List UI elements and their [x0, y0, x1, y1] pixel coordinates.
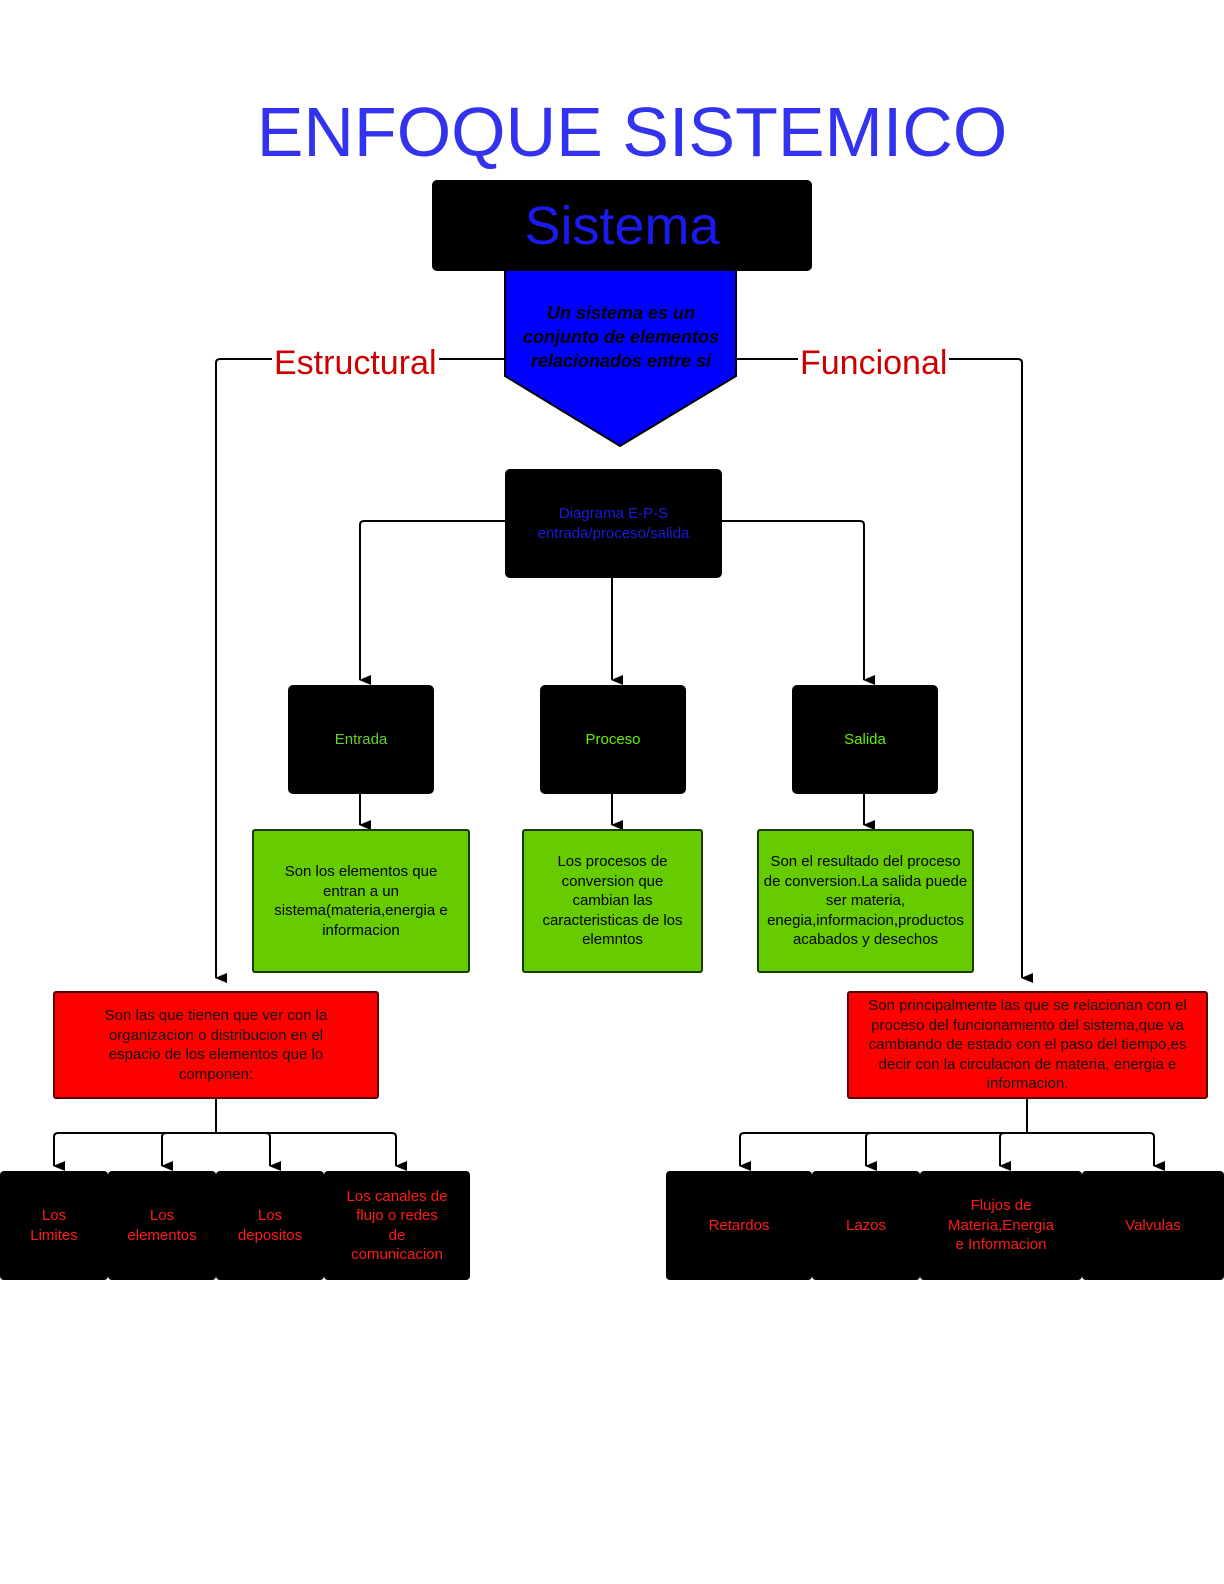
functional-description-box: Son principalmente las que se relacionan…	[847, 991, 1208, 1099]
stage-label-entrada: Entrada	[334, 731, 388, 748]
structural-item-canales: Los canales de flujo o redes de comunica…	[324, 1171, 470, 1280]
structural-item-label: Los depositos	[237, 1207, 303, 1244]
functional-connector	[736, 358, 1033, 983]
entrada-description-box: Son los elementos que entran a un sistem…	[252, 829, 470, 973]
to-canales-connector	[216, 1132, 407, 1171]
eps-subtitle: entrada/proceso/salida	[537, 524, 690, 542]
functional-description: Son principalmente las que se relacionan…	[868, 997, 1187, 1093]
to-valvulas-connector	[1027, 1132, 1165, 1171]
structural-connector	[215, 358, 505, 983]
sistema-label: Sistema	[524, 195, 720, 256]
stage-label-salida: Salida	[844, 731, 886, 748]
to-limites-connector	[53, 1132, 216, 1171]
to-lazos-connector	[865, 1132, 1027, 1171]
branch-label-funcional: Funcional	[798, 343, 950, 383]
functional-item-retardos: Retardos	[666, 1171, 812, 1280]
functional-item-label: Valvulas	[1125, 1216, 1181, 1234]
to-depositos-connector	[216, 1132, 281, 1171]
functional-item-label: Flujos de Materia,Energia e Informacion	[948, 1197, 1054, 1254]
salida-description-box: Son el resultado del proceso de conversi…	[757, 829, 974, 973]
eps-to-entrada-connector	[359, 520, 505, 685]
stage-box-salida: Salida	[792, 685, 938, 794]
to-retardos-connector	[739, 1132, 1027, 1171]
eps-title: Diagrama E-P-S	[558, 504, 669, 522]
sistema-box: Sistema	[432, 180, 812, 271]
structural-item-label: Los canales de flujo o redes de comunica…	[346, 1187, 448, 1264]
stage-box-entrada: Entrada	[288, 685, 434, 794]
eps-box: Diagrama E-P-S entrada/proceso/salida	[505, 469, 722, 578]
eps-to-salida-connector	[720, 520, 875, 685]
salida-description: Son el resultado del proceso de conversi…	[763, 853, 968, 949]
stage-box-proceso: Proceso	[540, 685, 686, 794]
functional-item-label: Lazos	[845, 1216, 887, 1234]
definition-text: Un sistema es un conjunto de elementos r…	[522, 303, 720, 371]
structural-item-limites: Los Limites	[0, 1171, 108, 1280]
functional-item-lazos: Lazos	[812, 1171, 920, 1280]
to-flujos-connector	[999, 1132, 1027, 1171]
proceso-description: Los procesos de conversion que cambian l…	[542, 853, 683, 949]
structural-item-label: Los Limites	[30, 1207, 78, 1244]
functional-item-valvulas: Valvulas	[1082, 1171, 1224, 1280]
to-elementos-connector	[161, 1132, 216, 1171]
proceso-description-box: Los procesos de conversion que cambian l…	[522, 829, 703, 973]
branch-label-estructural: Estructural	[272, 343, 439, 383]
page-title: ENFOQUE SISTEMICO	[256, 93, 1008, 171]
structural-description: Son las que tienen que ver con la organi…	[104, 1007, 328, 1083]
structural-item-elementos: Los elementos	[108, 1171, 216, 1280]
structural-item-depositos: Los depositos	[216, 1171, 324, 1280]
stage-label-proceso: Proceso	[585, 731, 641, 748]
functional-item-flujos: Flujos de Materia,Energia e Informacion	[920, 1171, 1082, 1280]
structural-description-box: Son las que tienen que ver con la organi…	[53, 991, 379, 1099]
entrada-description: Son los elementos que entran a un sistem…	[274, 863, 448, 939]
structural-item-label: Los elementos	[127, 1207, 197, 1244]
functional-item-label: Retardos	[708, 1216, 770, 1234]
